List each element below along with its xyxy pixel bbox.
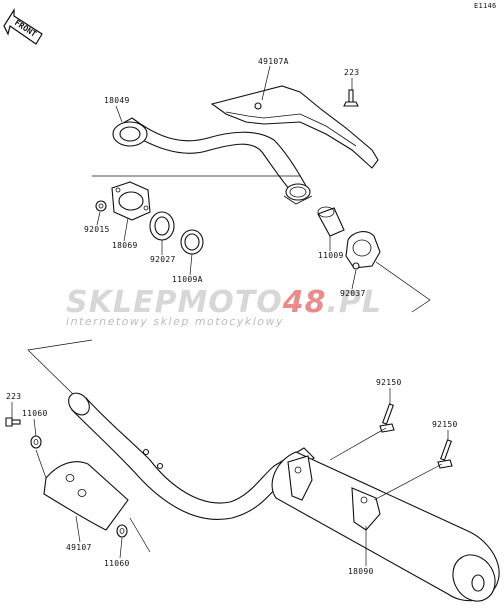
label-92015: 92015 [84,225,110,234]
svg-text:SKLEPMOTO48.PL: SKLEPMOTO48.PL [66,285,382,320]
front-arrow-icon: FRONT [3,7,43,45]
bolt-223-left [5,417,21,427]
label-11060-bottom: 11060 [104,559,130,568]
nut-92015 [95,200,107,212]
label-11009: 11009 [318,251,344,260]
bolt-92150-a [379,403,395,433]
label-223-top: 223 [344,68,359,77]
header-pipe-upper [112,117,313,205]
washer-11060-top [30,435,42,449]
watermark-tagline: internetowy sklep motocyklowy [66,315,284,328]
label-92150-a: 92150 [376,378,402,387]
flange-18069 [111,181,151,221]
muffler-18090 [271,451,500,602]
diagram-code: E1146 [474,2,497,10]
gasket-11009 [317,206,345,237]
label-49107: 49107 [66,543,92,552]
watermark-main-c: 48 [282,285,327,320]
clamp-92037 [345,231,381,270]
label-92150-b: 92150 [432,420,458,429]
label-18090: 18090 [348,567,374,576]
bolt-223-top [343,89,359,107]
label-223-left: 223 [6,392,21,401]
watermark: SKLEPMOTO48.PL internetowy sklep motocyk… [66,285,382,328]
gasket-11009A [180,229,204,255]
collar-92027 [149,211,175,241]
label-11060-top: 11060 [22,409,48,418]
washer-11060-bottom [116,524,128,538]
label-92027: 92027 [150,255,176,264]
label-11009A: 11009A [172,275,203,284]
heat-guard-lower [43,461,129,531]
bolt-92150-b [437,439,453,469]
watermark-main-d: .PL [327,285,383,320]
label-92037: 92037 [340,289,366,298]
label-18069: 18069 [112,241,138,250]
watermark-main-a: SKLEP [66,285,177,320]
label-18049: 18049 [104,96,130,105]
heat-guard-upper [210,85,379,169]
label-49107A: 49107A [258,57,289,66]
watermark-main-b: MOTO [177,285,282,320]
